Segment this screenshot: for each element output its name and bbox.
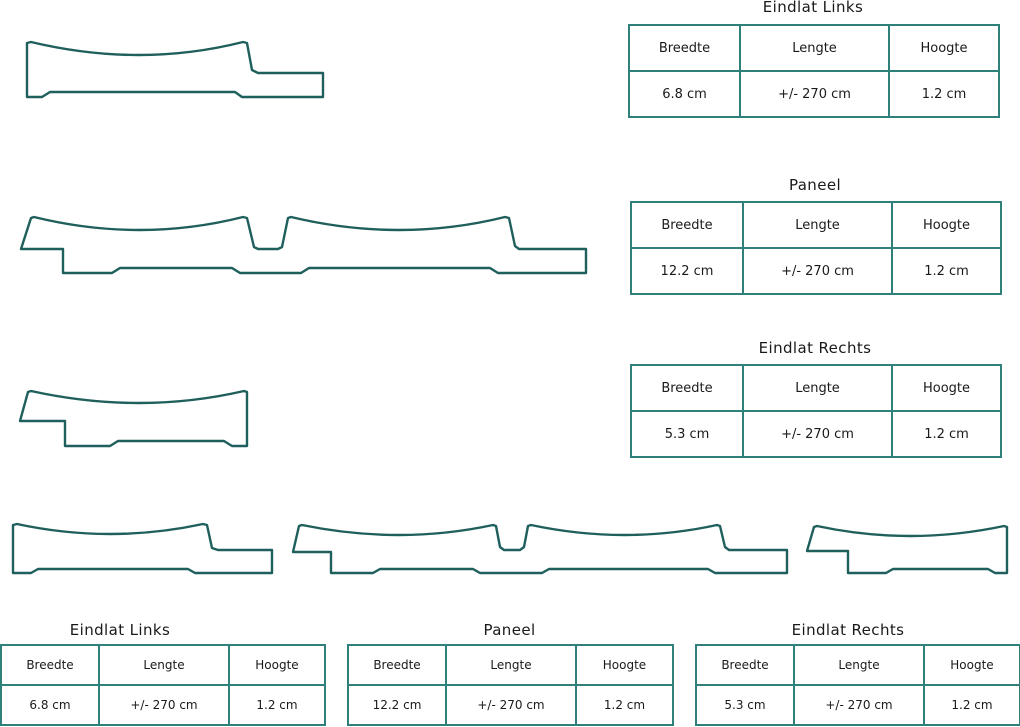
value-breedte: 5.3 cm [695,684,795,726]
value-lengte: +/- 270 cm [793,684,925,726]
header-hoogte: Hoogte [575,644,674,686]
profile-assembled-paneel [291,523,789,575]
value-lengte: +/- 270 cm [445,684,577,726]
value-breedte: 5.3 cm [630,410,744,458]
spec-table: Breedte Lengte Hoogte 12.2 cm +/- 270 cm… [347,644,674,726]
profile-paneel [19,215,588,275]
header-hoogte: Hoogte [228,644,326,686]
header-hoogte: Hoogte [891,201,1002,249]
spec-eindlat-links-bottom: Eindlat Links Breedte Lengte Hoogte 6.8 … [0,621,326,727]
value-lengte: +/- 270 cm [742,247,893,295]
header-hoogte: Hoogte [888,24,1000,72]
header-lengte: Lengte [742,364,893,412]
spec-paneel-right: Paneel Breedte Lengte Hoogte 12.2 cm +/-… [630,176,1002,295]
value-breedte: 6.8 cm [0,684,100,726]
header-breedte: Breedte [630,364,744,412]
header-lengte: Lengte [793,644,925,686]
spec-eindlat-links-right: Eindlat Links Breedte Lengte Hoogte 6.8 … [628,0,1000,118]
header-breedte: Breedte [628,24,741,72]
spec-title: Eindlat Links [762,0,864,16]
header-hoogte: Hoogte [923,644,1020,686]
value-hoogte: 1.2 cm [228,684,326,726]
header-breedte: Breedte [347,644,447,686]
spec-title: Eindlat Rechts [791,621,905,639]
value-hoogte: 1.2 cm [891,410,1002,458]
spec-table: Breedte Lengte Hoogte 5.3 cm +/- 270 cm … [630,364,1002,458]
value-breedte: 12.2 cm [630,247,744,295]
value-hoogte: 1.2 cm [923,684,1020,726]
spec-table: Breedte Lengte Hoogte 12.2 cm +/- 270 cm… [630,201,1002,295]
value-breedte: 12.2 cm [347,684,447,726]
profile-eindlat-links [25,40,325,99]
header-lengte: Lengte [739,24,890,72]
value-lengte: +/- 270 cm [742,410,893,458]
spec-paneel-bottom: Paneel Breedte Lengte Hoogte 12.2 cm +/-… [347,621,674,727]
spec-title: Paneel [788,176,842,194]
spec-table: Breedte Lengte Hoogte 6.8 cm +/- 270 cm … [0,644,326,726]
header-lengte: Lengte [98,644,230,686]
spec-title: Eindlat Links [69,621,171,639]
header-lengte: Lengte [742,201,893,249]
value-hoogte: 1.2 cm [888,70,1000,118]
value-hoogte: 1.2 cm [575,684,674,726]
value-lengte: +/- 270 cm [739,70,890,118]
spec-title: Eindlat Rechts [758,339,872,357]
header-breedte: Breedte [0,644,100,686]
header-hoogte: Hoogte [891,364,1002,412]
value-breedte: 6.8 cm [628,70,741,118]
profile-assembled-eindlat-links [11,522,274,575]
spec-title: Paneel [483,621,536,639]
value-lengte: +/- 270 cm [98,684,230,726]
value-hoogte: 1.2 cm [891,247,1002,295]
profile-eindlat-rechts [18,389,249,448]
header-breedte: Breedte [695,644,795,686]
spec-eindlat-rechts-right: Eindlat Rechts Breedte Lengte Hoogte 5.3… [630,339,1002,458]
header-breedte: Breedte [630,201,744,249]
spec-table: Breedte Lengte Hoogte 5.3 cm +/- 270 cm … [695,644,1020,726]
spec-table: Breedte Lengte Hoogte 6.8 cm +/- 270 cm … [628,24,1000,118]
profile-assembled-eindlat-rechts [805,524,1009,575]
spec-eindlat-rechts-bottom: Eindlat Rechts Breedte Lengte Hoogte 5.3… [695,621,1020,727]
header-lengte: Lengte [445,644,577,686]
